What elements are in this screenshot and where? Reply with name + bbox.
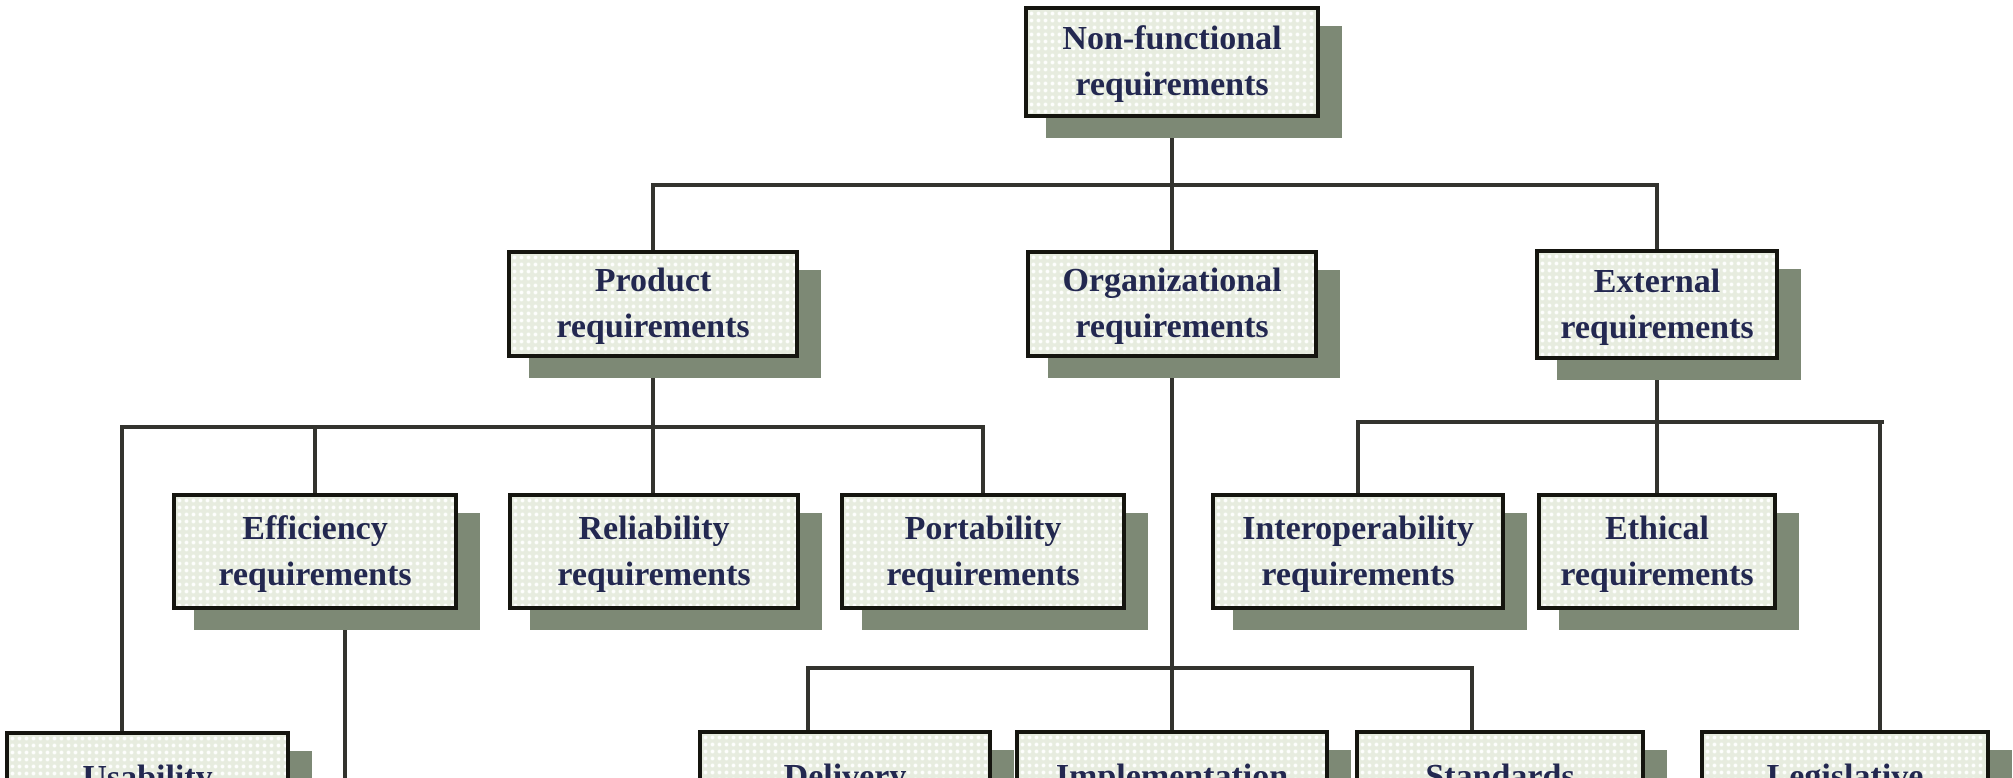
node-reliability-requirements: Reliability requirements [508,493,800,610]
connector-interoperability-drop [1356,420,1360,495]
node-delivery-requirements: Delivery [698,730,992,778]
connector-root-drop [1170,116,1174,186]
connector-efficiency-children-cutoff [343,608,347,778]
node-efficiency-requirements: Efficiency requirements [172,493,458,610]
node-product-requirements: Product requirements [507,250,799,358]
connector-product-top [651,183,655,250]
connector-legislative-drop [1878,420,1882,732]
connector-external-top [1655,183,1659,249]
node-interoperability-requirements: Interoperability requirements [1211,493,1505,610]
node-implementation-requirements: Implementation [1015,730,1329,778]
node-usability-requirements: Usability [5,731,290,778]
connector-standards-drop [1470,666,1474,732]
connector-product-bottom [651,356,655,427]
connector-reliability-drop [651,425,655,495]
node-external-requirements: External requirements [1535,249,1779,360]
node-legislative-requirements: Legislative [1700,730,1990,778]
connector-usability-drop [120,425,124,733]
connector-level2-bar [653,183,1659,187]
connector-organizational-bottom [1170,356,1174,732]
connector-organizational-top [1170,183,1174,250]
connector-efficiency-drop [313,425,317,495]
node-organizational-requirements: Organizational requirements [1026,250,1318,358]
connector-delivery-drop [806,666,810,732]
node-standards-requirements: Standards [1355,730,1645,778]
connector-product-children-bar [122,425,985,429]
node-portability-requirements: Portability requirements [840,493,1126,610]
connector-external-bottom [1655,358,1659,495]
node-ethical-requirements: Ethical requirements [1537,493,1777,610]
node-non-functional-requirements: Non-functional requirements [1024,6,1320,118]
connector-organizational-children-bar [808,666,1474,670]
connector-portability-drop [981,425,985,495]
connector-external-children-bar [1356,420,1884,424]
